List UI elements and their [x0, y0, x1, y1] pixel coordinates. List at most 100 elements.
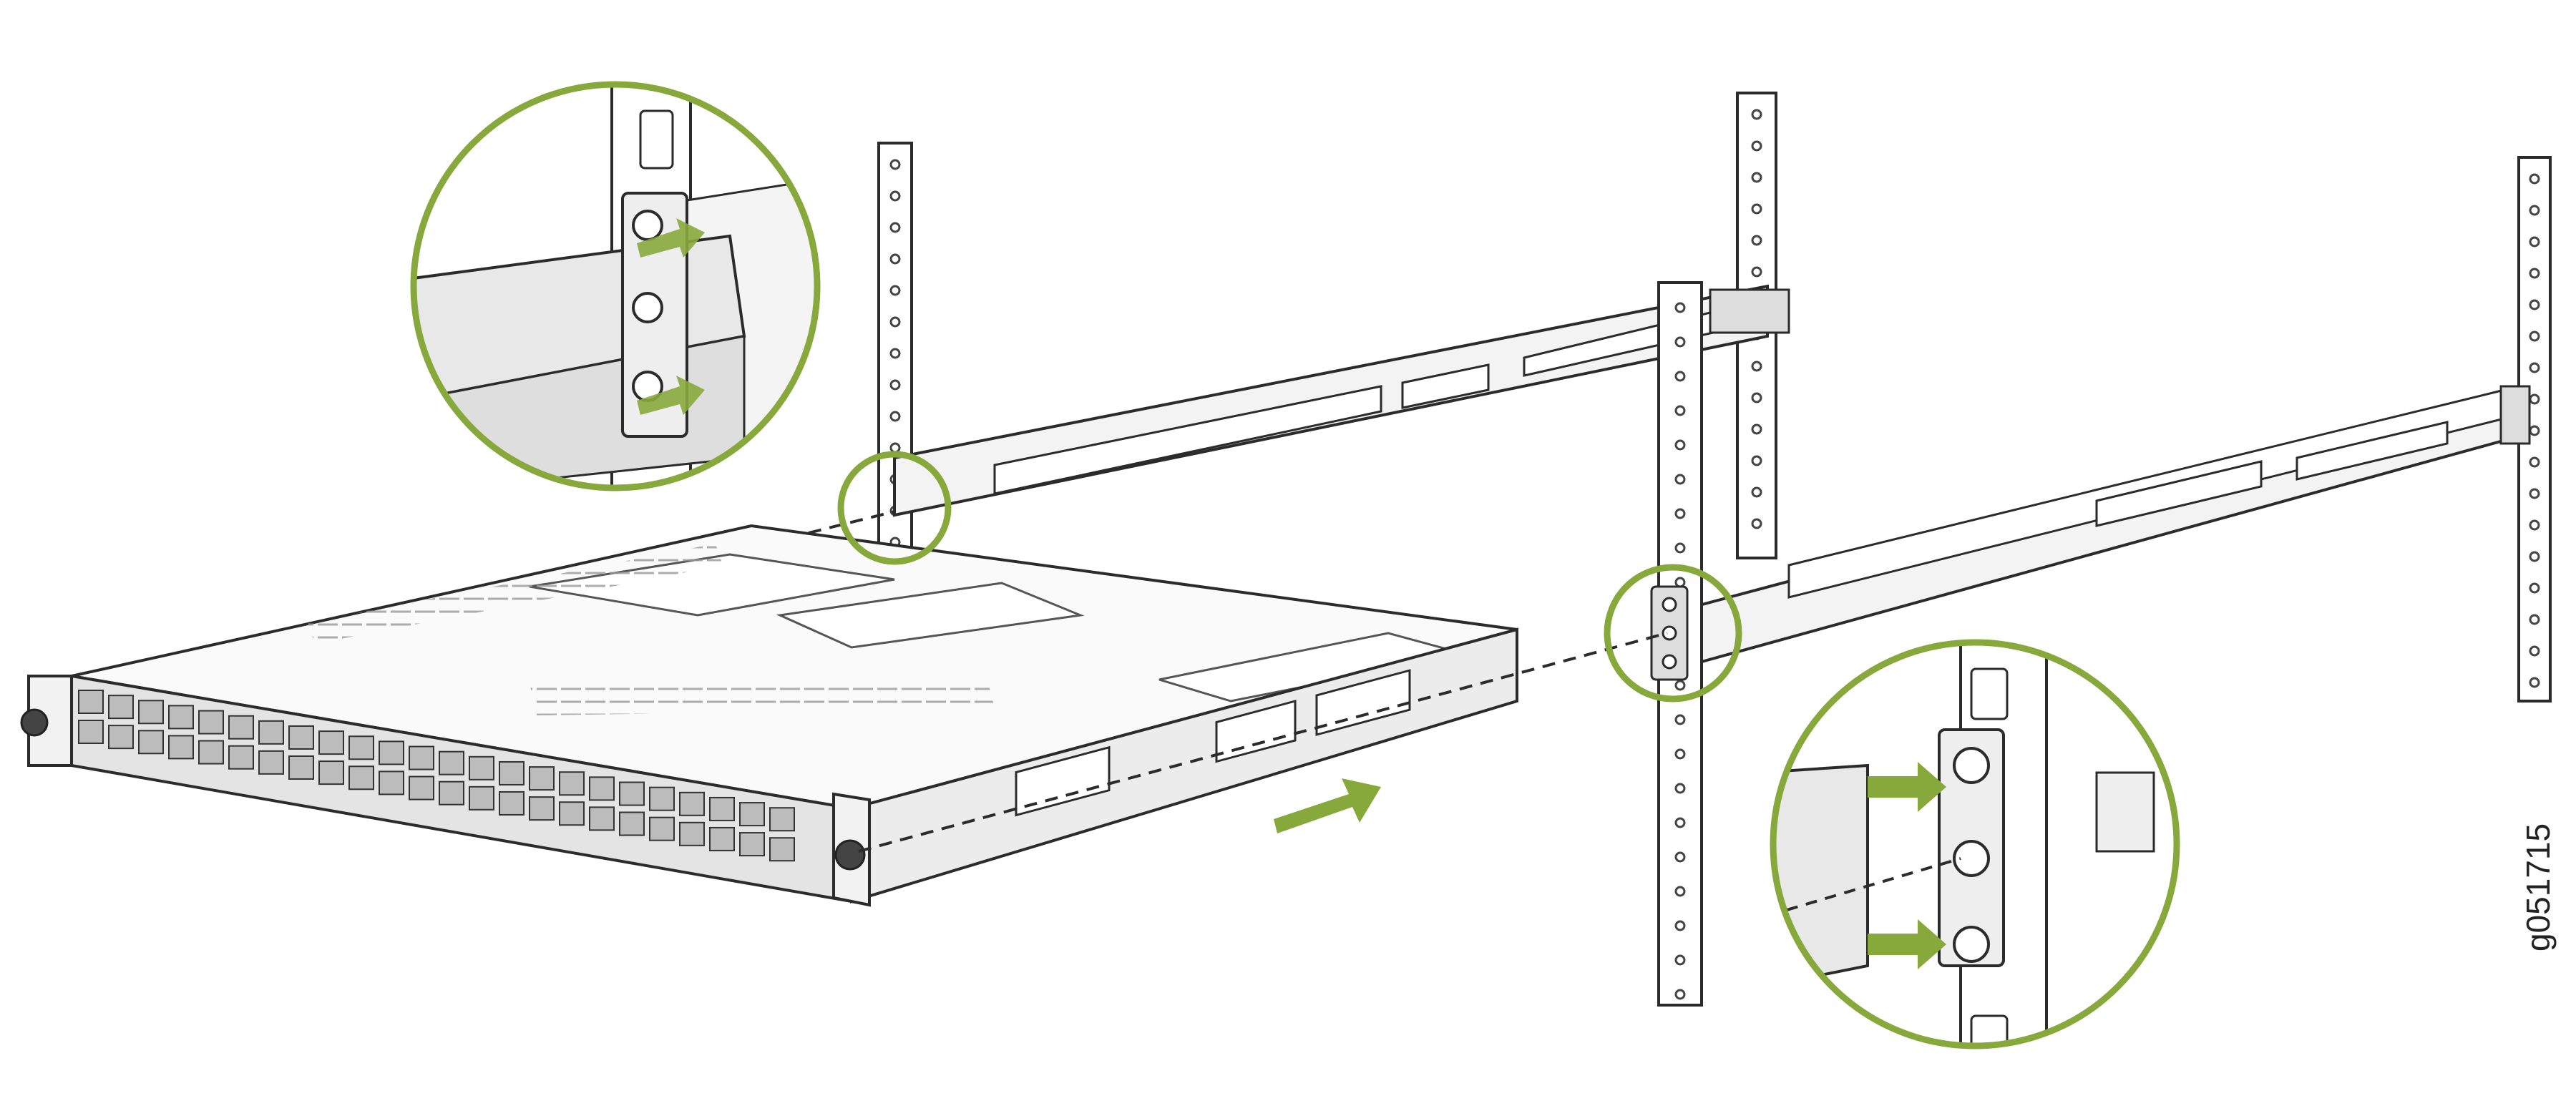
- rack-hole: [2529, 362, 2540, 373]
- sfp-port: [649, 786, 675, 811]
- sfp-port: [228, 745, 254, 770]
- rack-hole: [1751, 486, 1762, 498]
- rack-hole: [1674, 680, 1686, 691]
- sfp-port: [258, 750, 284, 775]
- rack-hole: [1751, 518, 1762, 529]
- rack-hole: [2529, 551, 2540, 562]
- rack-hole: [1751, 172, 1762, 183]
- sfp-port: [168, 735, 194, 760]
- sfp-port: [589, 806, 615, 831]
- rack-hole: [2529, 331, 2540, 342]
- sfp-port: [318, 760, 344, 785]
- rack-hole: [2529, 173, 2540, 185]
- rack-hole: [1674, 371, 1686, 382]
- thumbscrew-icon: [834, 839, 866, 871]
- rack-hole: [1751, 455, 1762, 466]
- sfp-port: [108, 695, 134, 720]
- rear-bracket: [1709, 288, 1790, 334]
- rack-hole: [1751, 203, 1762, 215]
- rack-hole: [1674, 577, 1686, 588]
- rack-hole: [889, 442, 901, 454]
- sfp-port: [348, 735, 374, 760]
- sfp-port: [499, 760, 525, 785]
- left-rear-mounting-rail: [893, 284, 1790, 517]
- screw-icon: [632, 292, 663, 323]
- sfp-port: [469, 785, 494, 811]
- detail-highlight-left: [837, 451, 952, 565]
- rack-hole: [1674, 302, 1686, 313]
- rack-hole: [1674, 714, 1686, 725]
- thumbscrew-icon: [20, 708, 49, 737]
- rack-hole: [889, 316, 901, 328]
- rack-hole: [1674, 405, 1686, 416]
- sfp-port: [228, 715, 254, 740]
- rack-hole: [2529, 425, 2540, 436]
- sfp-port: [739, 802, 765, 827]
- rack-hole: [889, 285, 901, 296]
- front-right-rack-post: [1650, 281, 1703, 1007]
- arrow-right-icon: [637, 218, 705, 258]
- sfp-port: [739, 832, 765, 857]
- rack-hole: [2529, 677, 2540, 688]
- alignment-line: [858, 632, 1668, 853]
- arrow-right-icon: [1274, 778, 1381, 833]
- rack-hole: [1674, 542, 1686, 554]
- arrow-right-icon: [1868, 762, 1946, 812]
- rack-hole: [889, 222, 901, 233]
- rack-hole: [2529, 236, 2540, 248]
- arrow-right-icon: [637, 376, 705, 415]
- sfp-port: [499, 790, 525, 816]
- sfp-port: [78, 690, 104, 714]
- rack-hole: [1674, 439, 1686, 451]
- sfp-port: [348, 765, 374, 790]
- sfp-port: [769, 807, 795, 832]
- screw-icon: [1662, 597, 1677, 612]
- sfp-port-array: [78, 690, 795, 862]
- callout-top-left: [410, 81, 821, 491]
- rack-hole: [1751, 109, 1762, 120]
- arrow-right-icon: [1868, 919, 1946, 969]
- sfp-port: [379, 740, 404, 765]
- sfp-port: [619, 781, 645, 806]
- rack-hole: [889, 411, 901, 422]
- sfp-port: [138, 730, 164, 755]
- rack-hole: [1674, 886, 1686, 897]
- callout-bottom-right: [1770, 639, 2180, 1049]
- sfp-port: [649, 816, 675, 841]
- switch-chassis: [20, 524, 1518, 907]
- sfp-port: [709, 826, 735, 851]
- sfp-port: [679, 821, 705, 846]
- sfp-port: [619, 811, 645, 836]
- rack-hole: [1674, 508, 1686, 519]
- sfp-port: [379, 770, 404, 796]
- rack-hole: [1751, 361, 1762, 372]
- rack-hole: [1751, 140, 1762, 152]
- rack-hole: [1674, 920, 1686, 931]
- far-right-rack-post: [2517, 156, 2552, 703]
- right-rear-mounting-rail: [1687, 384, 2531, 667]
- sfp-port: [439, 750, 464, 775]
- sfp-port: [288, 755, 314, 780]
- sfp-port: [198, 710, 224, 735]
- rack-hole: [1674, 336, 1686, 348]
- sfp-port: [769, 837, 795, 862]
- sfp-port: [529, 766, 555, 791]
- screw-icon: [1662, 654, 1677, 670]
- rack-hole: [1674, 954, 1686, 966]
- rack-hole: [1751, 266, 1762, 278]
- rack-hole: [1751, 235, 1762, 246]
- screw-icon: [632, 210, 663, 241]
- screw-icon: [1953, 747, 1990, 784]
- sfp-port: [409, 775, 434, 801]
- sfp-port: [78, 720, 104, 744]
- rack-hole: [2529, 645, 2540, 657]
- rack-hole: [2529, 299, 2540, 310]
- sfp-port: [198, 740, 224, 765]
- sfp-port: [469, 755, 494, 780]
- sfp-port: [709, 796, 735, 821]
- rack-hole: [2529, 205, 2540, 216]
- rack-hole: [2529, 456, 2540, 468]
- rack-hole: [1674, 817, 1686, 828]
- rack-hole: [1751, 392, 1762, 403]
